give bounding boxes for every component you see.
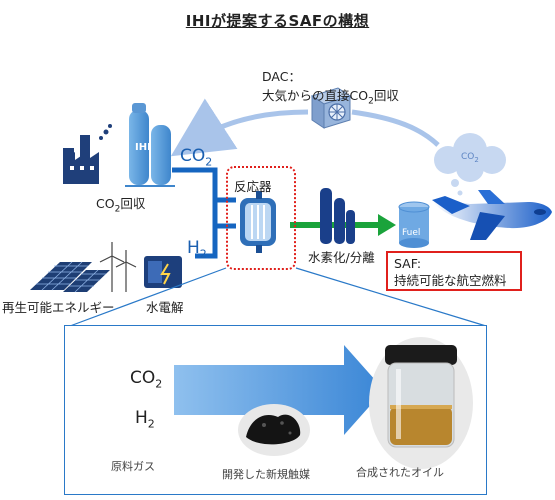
cloud-to-dac-line	[351, 109, 440, 147]
reactor-highlight	[226, 166, 296, 270]
page-title: IHIが提案するSAFの構想	[185, 12, 370, 30]
fuel-tank-label: Fuel	[402, 228, 421, 238]
zoom-line-right	[295, 267, 487, 327]
zoom-line-left	[69, 267, 227, 327]
dac-label: DAC： 大気からの直接CO2回収	[262, 69, 399, 107]
cloud-co2-label: CO2	[461, 152, 479, 164]
electrolysis-label: 水電解	[146, 300, 184, 315]
pipe-system	[172, 167, 236, 259]
catalyst-label: 開発した新規触媒	[222, 468, 310, 481]
saf-box: SAF: 持続可能な航空燃料	[386, 251, 522, 291]
saf-title: SAF:	[394, 256, 422, 271]
electrolyzer-icon	[144, 256, 182, 288]
detail-co2-label: CO2	[130, 368, 163, 391]
dac-unit-icon	[310, 87, 352, 129]
plant-ihi-label: IHI	[135, 142, 151, 153]
fuel-tank-icon	[398, 201, 430, 248]
h2-flow-label: H2	[187, 238, 207, 261]
saf-description: 持続可能な航空燃料	[394, 273, 507, 288]
factory-icon	[63, 124, 112, 184]
capture-tank-icon	[125, 103, 175, 187]
process-arrow	[174, 345, 384, 435]
co2-capture-label: CO2回収	[96, 196, 146, 215]
wind-turbine-icon	[99, 242, 137, 292]
co2-flow-label: CO2	[180, 146, 213, 169]
reactor-label: 反応器	[234, 179, 272, 194]
solar-panel-icon	[30, 261, 110, 293]
dac-return-arrow	[170, 98, 309, 157]
synthesized-oil-label: 合成されたオイル	[356, 466, 444, 479]
oil-jar-image	[369, 337, 473, 469]
hydrogenation-label: 水素化/分離	[308, 250, 375, 265]
detail-h2-label: H2	[135, 408, 155, 431]
hydrogenation-column-icon	[320, 188, 355, 244]
renewable-energy-label: 再生可能エネルギー	[2, 300, 115, 315]
catalyst-image	[238, 404, 310, 456]
raw-gas-label: 原料ガス	[111, 460, 155, 473]
airplane-icon	[432, 190, 552, 240]
reactor-icon	[240, 191, 276, 253]
cloud-icon	[434, 133, 506, 196]
detail-graphics	[174, 337, 473, 469]
